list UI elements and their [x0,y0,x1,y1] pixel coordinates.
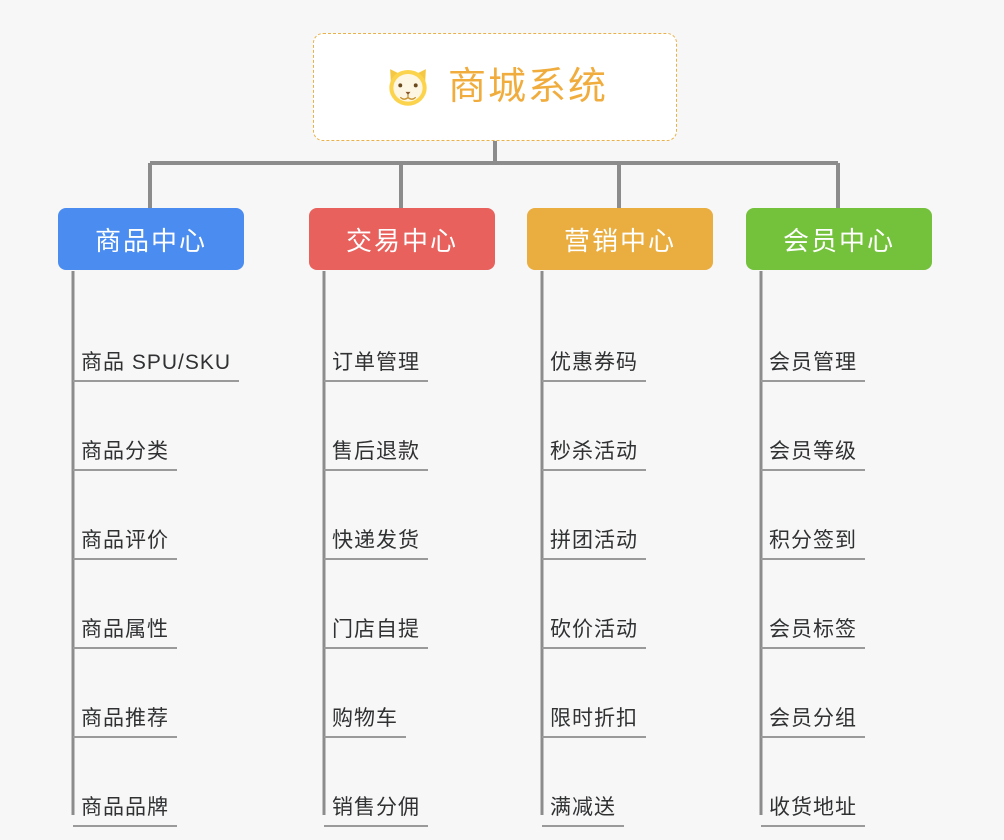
leaf-label: 优惠券码 [542,348,646,382]
list-item[interactable]: 优惠券码 [542,348,646,382]
root-node[interactable]: 商城系统 [313,33,677,141]
list-item[interactable]: 会员标签 [761,615,865,649]
leaf-label: 售后退款 [324,437,428,471]
list-item[interactable]: 会员管理 [761,348,865,382]
category-box-marketing[interactable]: 营销中心 [527,208,713,270]
list-item[interactable]: 购物车 [324,704,406,738]
root-title: 商城系统 [447,66,608,108]
list-item[interactable]: 门店自提 [324,615,428,649]
list-item[interactable]: 收货地址 [761,793,865,827]
category-box-product[interactable]: 商品中心 [58,208,244,270]
leaf-label: 秒杀活动 [542,437,646,471]
branch-column-marketing: 营销中心 优惠券码 秒杀活动 拼团活动 砍价活动 限时折扣 满减送 [527,208,713,827]
list-item[interactable]: 砍价活动 [542,615,646,649]
leaf-label: 会员管理 [761,348,865,382]
list-item[interactable]: 会员分组 [761,704,865,738]
leaf-label: 商品分类 [73,437,177,471]
leaf-label: 销售分佣 [324,793,428,827]
list-item[interactable]: 商品品牌 [73,793,177,827]
leaf-label: 购物车 [324,704,406,738]
shiba-dog-face-icon [389,69,427,106]
leaf-label: 限时折扣 [542,704,646,738]
leaf-label: 快递发货 [324,526,428,560]
leaf-label: 商品推荐 [73,704,177,738]
leaf-label: 商品 SPU/SKU [73,348,240,382]
list-item[interactable]: 商品推荐 [73,704,177,738]
leaf-label: 拼团活动 [542,526,646,560]
category-box-trade[interactable]: 交易中心 [309,208,495,270]
branch-column-product: 商品中心 商品 SPU/SKU 商品分类 商品评价 商品属性 商品推荐 商品品牌 [58,208,244,827]
leaf-label: 会员等级 [761,437,865,471]
list-item[interactable]: 限时折扣 [542,704,646,738]
leaf-label: 满减送 [542,793,624,827]
list-item[interactable]: 会员等级 [761,437,865,471]
list-item[interactable]: 商品评价 [73,526,177,560]
list-item[interactable]: 秒杀活动 [542,437,646,471]
leaf-label: 砍价活动 [542,615,646,649]
leaf-label: 会员分组 [761,704,865,738]
leaf-label: 商品品牌 [73,793,177,827]
leaf-label: 门店自提 [324,615,428,649]
list-item[interactable]: 销售分佣 [324,793,428,827]
category-box-member[interactable]: 会员中心 [746,208,932,270]
list-item[interactable]: 商品分类 [73,437,177,471]
list-item[interactable]: 满减送 [542,793,624,827]
list-item[interactable]: 商品属性 [73,615,177,649]
leaf-label: 积分签到 [761,526,865,560]
leaf-label: 订单管理 [324,348,428,382]
leaf-label: 商品评价 [73,526,177,560]
leaf-label: 商品属性 [73,615,177,649]
list-item[interactable]: 积分签到 [761,526,865,560]
branch-column-member: 会员中心 会员管理 会员等级 积分签到 会员标签 会员分组 收货地址 [746,208,932,827]
list-item[interactable]: 售后退款 [324,437,428,471]
leaf-label: 收货地址 [761,793,865,827]
branch-column-trade: 交易中心 订单管理 售后退款 快递发货 门店自提 购物车 销售分佣 [309,208,495,827]
leaf-label: 会员标签 [761,615,865,649]
list-item[interactable]: 快递发货 [324,526,428,560]
list-item[interactable]: 拼团活动 [542,526,646,560]
list-item[interactable]: 商品 SPU/SKU [73,348,240,382]
list-item[interactable]: 订单管理 [324,348,428,382]
